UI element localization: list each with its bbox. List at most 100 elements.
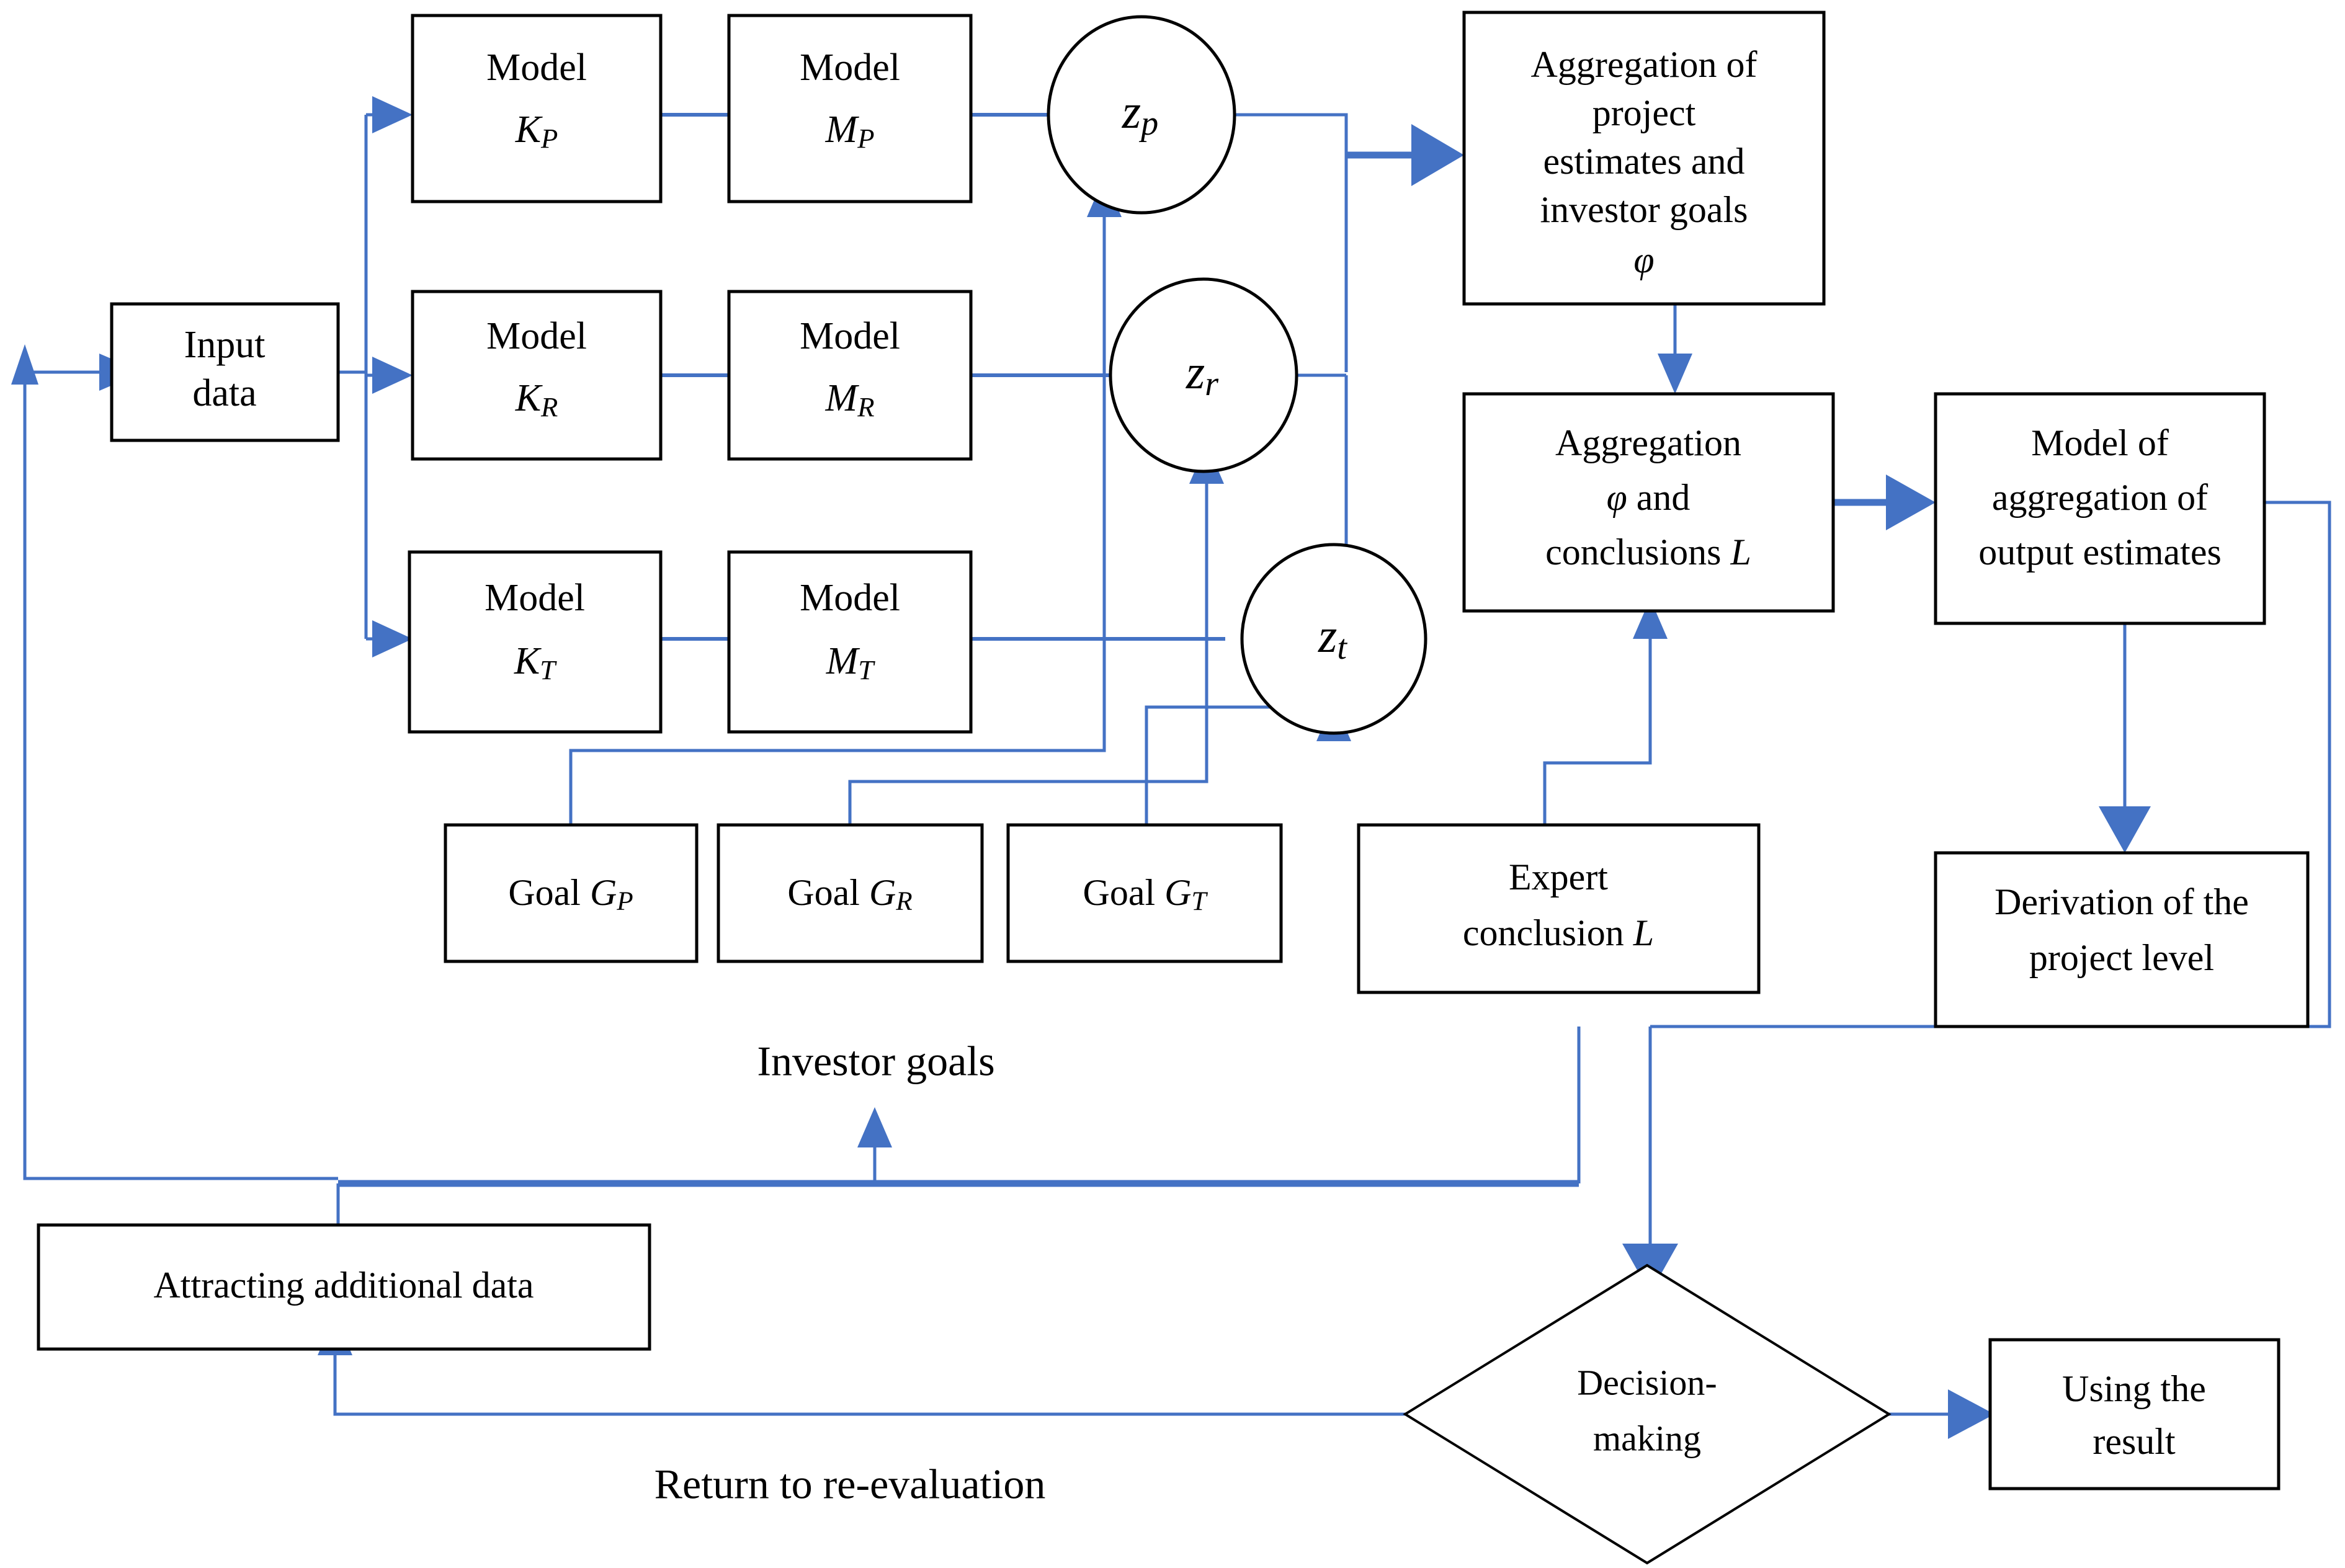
node-model-mp[interactable]: Model MP (727, 14, 973, 203)
goal-gt-prefix: Goal (1083, 872, 1164, 913)
goal-gr-sub: R (895, 887, 912, 916)
svg-text:MT: MT (826, 640, 876, 685)
model-mr-sub: R (857, 391, 874, 422)
input-data-label-line1: Input (184, 324, 266, 366)
expert-conclusion-word: conclusion (1463, 912, 1633, 953)
node-derivation-project-level[interactable]: Derivation of the project level (1934, 851, 2310, 1028)
connector-investor-goals-bus (338, 1027, 1581, 1187)
goal-gp-base: G (590, 872, 617, 913)
model-kt-sub: T (540, 654, 557, 685)
agg-project-line3: estimates and (1543, 141, 1745, 182)
connector-feedback-to-input (11, 344, 338, 1180)
agg-conclusions-line1: Aggregation (1555, 422, 1741, 463)
model-kp-label: Model (486, 47, 587, 89)
model-output-line1: Model of (2031, 422, 2169, 463)
node-decision-making[interactable]: Decision- making (1403, 1263, 1892, 1565)
model-mt-sub: T (858, 654, 875, 685)
node-goal-gr[interactable]: Goal GR (717, 823, 984, 963)
model-kp-base: K (515, 109, 543, 151)
svg-text:φ and: φ and (1607, 477, 1691, 518)
svg-text:Goal GR: Goal GR (787, 872, 912, 916)
node-using-the-result[interactable]: Using the result (1988, 1338, 2280, 1490)
model-mr-base: M (825, 377, 860, 419)
svg-text:KT: KT (514, 640, 557, 685)
model-kr-base: K (515, 377, 543, 419)
goal-gr-base: G (869, 872, 896, 913)
node-model-kp[interactable]: Model KP (411, 14, 663, 203)
svg-text:MR: MR (825, 377, 875, 422)
svg-text:KP: KP (515, 109, 558, 154)
label-investor-goals: Investor goals (757, 1038, 994, 1085)
model-mp-label: Model (800, 47, 900, 89)
svg-text:conclusion L: conclusion L (1463, 912, 1654, 953)
goal-gt-sub: T (1191, 887, 1208, 916)
node-zt[interactable]: zt (1240, 543, 1427, 735)
node-goal-gp[interactable]: Goal GP (444, 823, 699, 963)
derivation-line2: project level (2029, 937, 2214, 978)
goal-gp-prefix: Goal (508, 872, 590, 913)
decision-making-line2: making (1593, 1418, 1701, 1458)
model-kr-sub: R (540, 391, 558, 422)
connector-decision-to-result (1889, 1389, 1994, 1439)
node-attracting-additional-data[interactable]: Attracting additional data (37, 1223, 651, 1351)
agg-project-line2: project (1592, 92, 1696, 133)
svg-text:MP: MP (825, 109, 875, 154)
zt-sub: t (1337, 628, 1347, 667)
node-goal-gt[interactable]: Goal GT (1006, 823, 1283, 963)
agg-conclusions-and: and (1627, 477, 1691, 518)
zt-base: z (1318, 608, 1337, 662)
svg-text:Goal GT: Goal GT (1083, 872, 1208, 916)
node-zp[interactable]: zp (1047, 15, 1236, 215)
node-input-data[interactable]: Input data (110, 302, 340, 442)
svg-text:KR: KR (515, 377, 558, 422)
expert-conclusion-line1: Expert (1509, 857, 1608, 898)
agg-conclusions-phi: φ (1607, 477, 1627, 518)
connector-expert-to-conclusions (1543, 599, 1668, 825)
zp-sub: p (1138, 104, 1158, 143)
zp-base: z (1122, 84, 1141, 138)
input-data-label-line2: data (192, 372, 256, 414)
model-mp-sub: P (857, 123, 874, 154)
node-model-mr[interactable]: Model MR (727, 290, 973, 461)
svg-text:zr: zr (1186, 345, 1219, 403)
model-mp-base: M (825, 109, 860, 151)
model-mt-label: Model (800, 577, 900, 619)
node-model-kt[interactable]: Model KT (408, 550, 663, 734)
attracting-data-label: Attracting additional data (153, 1265, 534, 1306)
expert-conclusion-L: L (1633, 912, 1654, 953)
node-aggregation-conclusions[interactable]: Aggregation φ and conclusions L (1462, 392, 1835, 613)
model-kr-label: Model (486, 315, 587, 357)
svg-text:zt: zt (1318, 608, 1347, 667)
svg-text:Goal GP: Goal GP (508, 872, 633, 916)
node-model-kr[interactable]: Model KR (411, 290, 663, 461)
svg-text:zp: zp (1122, 84, 1158, 143)
connector-zp-aggregation (1235, 113, 1464, 372)
node-model-mt[interactable]: Model MT (727, 550, 973, 734)
agg-project-line1: Aggregation of (1531, 44, 1758, 85)
label-return-to-reevaluation: Return to re-evaluation (654, 1461, 1046, 1508)
node-model-output-estimates[interactable]: Model of aggregation of output estimates (1934, 392, 2266, 625)
using-result-line1: Using the (2062, 1368, 2206, 1409)
derivation-line1: Derivation of the (1994, 881, 2249, 922)
decision-making-line1: Decision- (1577, 1362, 1717, 1402)
zr-sub: r (1205, 365, 1219, 403)
goal-gt-base: G (1164, 872, 1191, 913)
connector-conclusions-to-modeloutput (1833, 474, 1936, 530)
agg-conclusions-word: conclusions (1545, 532, 1730, 572)
node-zr[interactable]: zr (1109, 277, 1298, 473)
model-output-line3: output estimates (1978, 532, 2222, 572)
connector-aggregation-to-conclusions (1658, 304, 1692, 394)
model-kt-label: Model (485, 577, 585, 619)
goal-gr-prefix: Goal (787, 872, 869, 913)
svg-text:conclusions L: conclusions L (1545, 532, 1751, 572)
goal-gp-sub: P (616, 887, 633, 916)
node-expert-conclusion[interactable]: Expert conclusion L (1357, 823, 1761, 994)
node-aggregation-project-estimates[interactable]: Aggregation of project estimates and inv… (1462, 11, 1826, 306)
agg-conclusions-L: L (1730, 532, 1751, 572)
using-result-line2: result (2093, 1421, 2176, 1462)
agg-project-phi: φ (1633, 239, 1654, 280)
model-kp-sub: P (540, 123, 558, 154)
model-mr-label: Model (800, 315, 900, 357)
model-output-line2: aggregation of (1992, 477, 2208, 518)
